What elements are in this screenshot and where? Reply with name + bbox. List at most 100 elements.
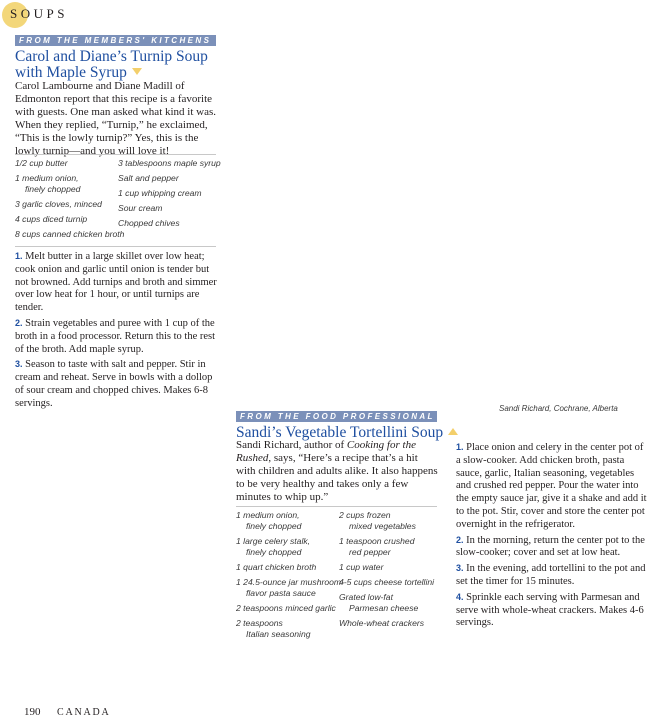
- page-number: 190: [24, 706, 41, 718]
- footer-label: CANADA: [57, 707, 111, 718]
- step-number: 1.: [456, 442, 464, 452]
- recipe2-intro: Sandi Richard, author of Cooking for the…: [236, 439, 438, 504]
- step-number: 4.: [456, 591, 464, 602]
- section-title: SOUPS: [10, 6, 68, 21]
- ingredient-item: 3 tablespoons maple syrup: [118, 158, 222, 169]
- ingredient-item: Salt and pepper: [118, 173, 222, 184]
- ingredient-line2: flavor pasta sauce: [246, 588, 316, 598]
- step-text: In the morning, return the center pot to…: [456, 534, 645, 559]
- ingredient-line1: 1 quart chicken broth: [236, 562, 317, 572]
- recipe1-title: Carol and Diane’s Turnip Soup with Maple…: [15, 49, 230, 81]
- ingredient-line1: 1 cup whipping cream: [118, 188, 202, 198]
- recipe1-source-band: FROM THE MEMBERS' KITCHENS: [15, 35, 216, 46]
- up-triangle-icon: [448, 428, 459, 435]
- ingredient-line2: red pepper: [349, 547, 391, 557]
- step-item: 1. Place onion and celery in the center …: [456, 441, 650, 532]
- ingredient-line1: 1 24.5-ounce jar mushroom-: [236, 577, 344, 587]
- step-text: Sprinkle each serving with Parmesan and …: [456, 591, 644, 629]
- ingredient-item: 1 cup water: [339, 562, 439, 573]
- step-number: 1.: [15, 251, 23, 261]
- step-number: 2.: [15, 317, 23, 328]
- step-text: In the evening, add tortellini to the po…: [456, 563, 646, 587]
- ingredient-line1: 1 medium onion,: [236, 510, 300, 520]
- step-number: 3.: [15, 359, 23, 370]
- ingredient-line1: Sour cream: [118, 203, 163, 213]
- ingredient-line1: 2 cups frozen: [339, 510, 391, 520]
- ingredient-line2: finely chopped: [25, 184, 81, 194]
- ingredient-item: 1 quart chicken broth: [236, 562, 340, 573]
- step-item: 1. Melt butter in a large skillet over l…: [15, 250, 221, 315]
- ingredient-line2: Italian seasoning: [246, 629, 311, 639]
- step-text: Melt butter in a large skillet over low …: [15, 251, 217, 314]
- recipe1-title-line2: with Maple Syrup: [15, 64, 127, 81]
- ingredient-line2: Parmesan cheese: [349, 603, 419, 613]
- ingredient-line1: 4-5 cups cheese tortellini: [339, 577, 435, 587]
- ingredient-item: Sour cream: [118, 203, 222, 214]
- ingredient-item: 1/2 cup butter: [15, 158, 117, 169]
- ingredient-line1: 1 large celery stalk,: [236, 536, 311, 546]
- step-text: Place onion and celery in the center pot…: [456, 442, 647, 530]
- divider: [15, 154, 216, 155]
- section-marker-circle: [2, 2, 28, 28]
- ingredient-line1: 1 teaspoon crushed: [339, 536, 415, 546]
- recipe2-book-title: Cooking for the Rushed: [236, 439, 416, 464]
- step-item: 4. Sprinkle each serving with Parmesan a…: [456, 591, 650, 630]
- ingredient-line1: 3 garlic cloves, minced: [15, 199, 102, 209]
- recipe2-title: Sandi’s Vegetable Tortellini Soup: [236, 425, 461, 441]
- ingredient-item: 2 teaspoons minced garlic: [236, 603, 340, 614]
- ingredient-item: 3 garlic cloves, minced: [15, 199, 117, 210]
- ingredient-line1: 3 tablespoons maple syrup: [118, 158, 221, 168]
- step-text: Season to taste with salt and pepper. St…: [15, 359, 213, 409]
- ingredient-line2: finely chopped: [246, 521, 302, 531]
- step-item: 2. Strain vegetables and puree with 1 cu…: [15, 317, 221, 356]
- ingredient-line1: Grated low-fat: [339, 592, 393, 602]
- step-number: 3.: [456, 563, 464, 574]
- step-text: Strain vegetables and puree with 1 cup o…: [15, 317, 216, 355]
- ingredient-line1: 1 medium onion,: [15, 173, 79, 183]
- ingredient-line1: 4 cups diced turnip: [15, 214, 88, 224]
- recipe1-intro: Carol Lambourne and Diane Madill of Edmo…: [15, 80, 217, 157]
- recipe2-attribution: Sandi Richard, Cochrane, Alberta: [499, 404, 618, 413]
- ingredient-item: 1 cup whipping cream: [118, 188, 222, 199]
- divider: [236, 506, 437, 507]
- ingredient-line1: 8 cups canned chicken broth: [15, 229, 125, 239]
- recipe1-ingredients-left: 1/2 cup butter 1 medium onion,finely chop…: [15, 158, 124, 244]
- ingredient-item: Chopped chives: [118, 218, 222, 229]
- ingredient-item: 8 cups canned chicken broth: [15, 229, 124, 240]
- step-item: 3. Season to taste with salt and pepper.…: [15, 358, 221, 410]
- step-item: 3. In the evening, add tortellini to the…: [456, 562, 650, 589]
- recipe2-source-band: FROM THE FOOD PROFESSIONAL: [236, 411, 437, 422]
- ingredient-item: 1 24.5-ounce jar mushroom-flavor pasta s…: [236, 577, 344, 599]
- ingredient-item: 1 medium onion,finely chopped: [15, 173, 117, 195]
- ingredient-line1: 2 teaspoons: [236, 618, 283, 628]
- ingredient-line2: mixed vegetables: [349, 521, 416, 531]
- ingredient-line1: Chopped chives: [118, 218, 180, 228]
- recipe1-title-line1: Carol and Diane’s Turnip Soup: [15, 48, 208, 65]
- down-triangle-icon: [131, 68, 142, 75]
- recipe2-intro-before: Sandi Richard, author of: [236, 439, 347, 451]
- step-number: 2.: [456, 534, 464, 545]
- ingredient-item: 1 large celery stalk,finely chopped: [236, 536, 340, 558]
- ingredient-line1: Whole-wheat crackers: [339, 618, 425, 628]
- ingredient-line1: Salt and pepper: [118, 173, 179, 183]
- ingredient-item: 4-5 cups cheese tortellini: [339, 577, 439, 588]
- ingredient-item: 4 cups diced turnip: [15, 214, 117, 225]
- recipe2-title-text: Sandi’s Vegetable Tortellini Soup: [236, 424, 444, 441]
- ingredient-line1: 1 cup water: [339, 562, 384, 572]
- ingredient-item: 1 medium onion,finely chopped: [236, 510, 340, 532]
- ingredient-line2: finely chopped: [246, 547, 302, 557]
- recipe2-intro-after: , says, “Here’s a recipe that’s a hit wi…: [236, 452, 438, 503]
- divider: [15, 246, 216, 247]
- step-item: 2. In the morning, return the center pot…: [456, 534, 650, 561]
- recipe1-steps: 1. Melt butter in a large skillet over l…: [15, 250, 221, 413]
- recipe2-steps: 1. Place onion and celery in the center …: [456, 441, 650, 632]
- ingredient-line1: 2 teaspoons minced garlic: [236, 603, 336, 613]
- ingredient-item: Whole-wheat crackers: [339, 618, 439, 629]
